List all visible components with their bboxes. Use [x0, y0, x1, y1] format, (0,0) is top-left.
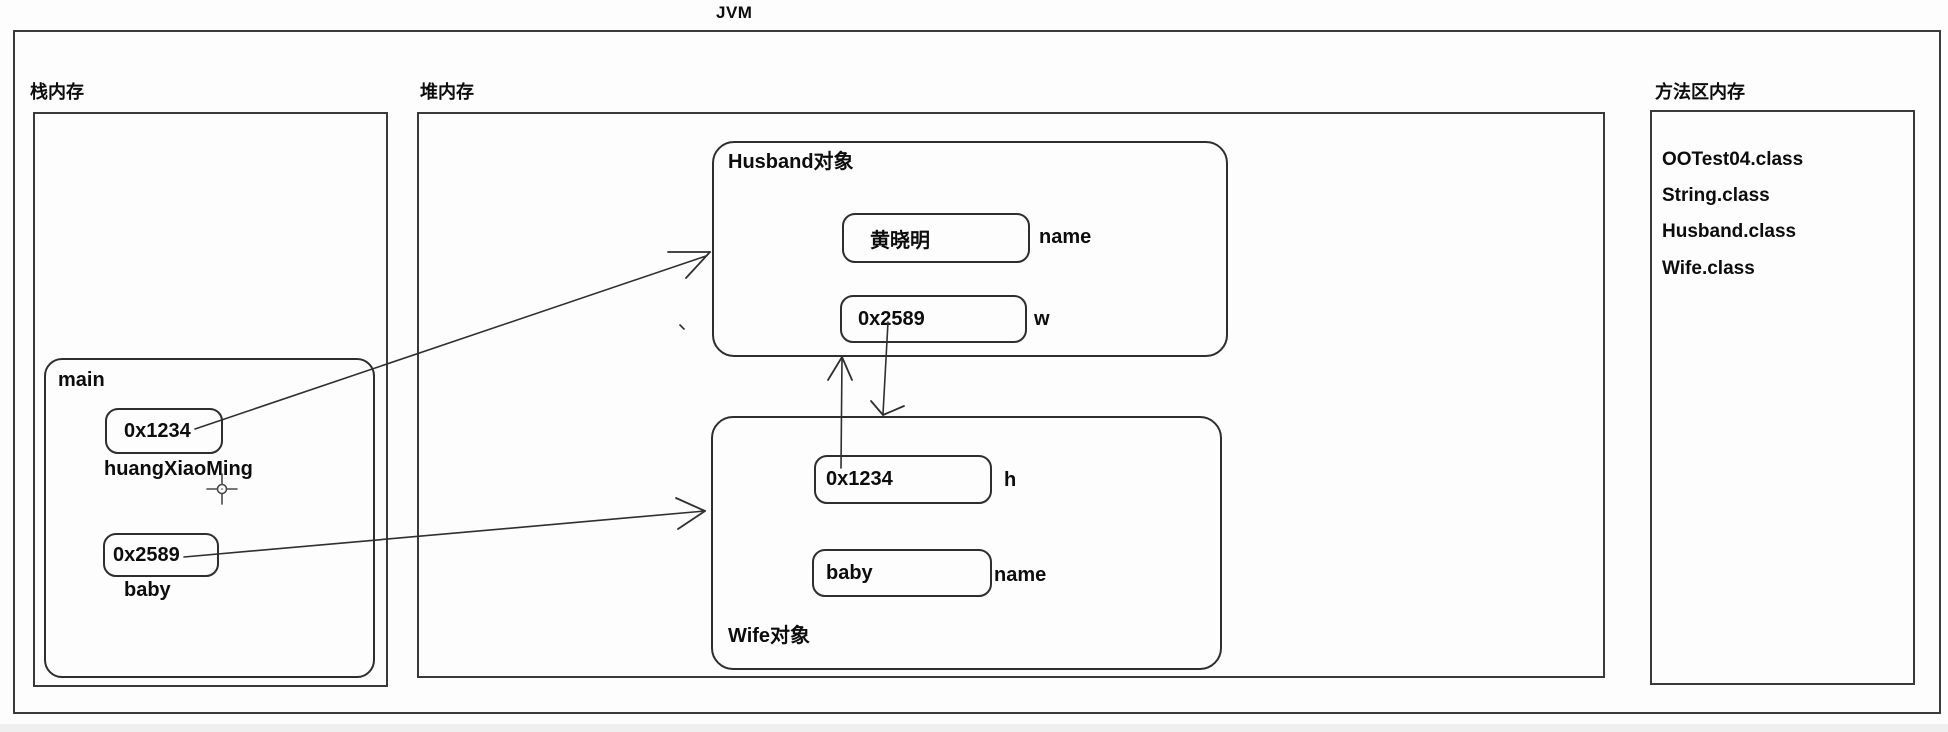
class-item-husband: Husband.class — [1662, 221, 1797, 242]
husband-object-box: Husband对象 黄晓明 name 0x2589 w — [712, 141, 1228, 357]
var-name-baby: baby — [124, 579, 171, 601]
husband-field-name-label: name — [1039, 226, 1092, 248]
method-area-label: 方法区内存 — [1655, 82, 1745, 102]
wife-field-name-label: name — [994, 564, 1047, 586]
class-item-string: String.class — [1662, 185, 1770, 206]
var-name-huangxiaoming: huangXiaoMing — [104, 458, 253, 480]
wife-object-title: Wife对象 — [728, 625, 811, 647]
stack-frame-main: main 0x1234 huangXiaoMing 0x2589 baby — [44, 358, 375, 678]
var-value-baby: 0x2589 — [103, 533, 219, 577]
wife-field-name-value: baby — [812, 549, 992, 597]
husband-field-w-value: 0x2589 — [840, 295, 1027, 343]
class-item-wife: Wife.class — [1662, 258, 1755, 279]
husband-object-title: Husband对象 — [728, 151, 854, 173]
wife-object-box: 0x1234 h baby name Wife对象 — [711, 416, 1222, 670]
husband-field-name-value: 黄晓明 — [842, 213, 1030, 263]
window-bottom-strip — [0, 724, 1948, 732]
var-value-huangxiaoming: 0x1234 — [105, 408, 223, 454]
stack-section-label: 栈内存 — [30, 82, 84, 102]
heap-section-label: 堆内存 — [420, 82, 474, 102]
wife-field-h-value: 0x1234 — [814, 455, 992, 504]
diagram-title: JVM — [716, 3, 753, 22]
wife-field-h-label: h — [1004, 469, 1017, 491]
class-item-ootest04: OOTest04.class — [1662, 149, 1804, 170]
stack-frame-label: main — [58, 369, 105, 391]
husband-field-w-label: w — [1034, 308, 1050, 330]
method-area-box: OOTest04.class String.class Husband.clas… — [1650, 110, 1915, 685]
jvm-outer-box — [13, 30, 1941, 714]
